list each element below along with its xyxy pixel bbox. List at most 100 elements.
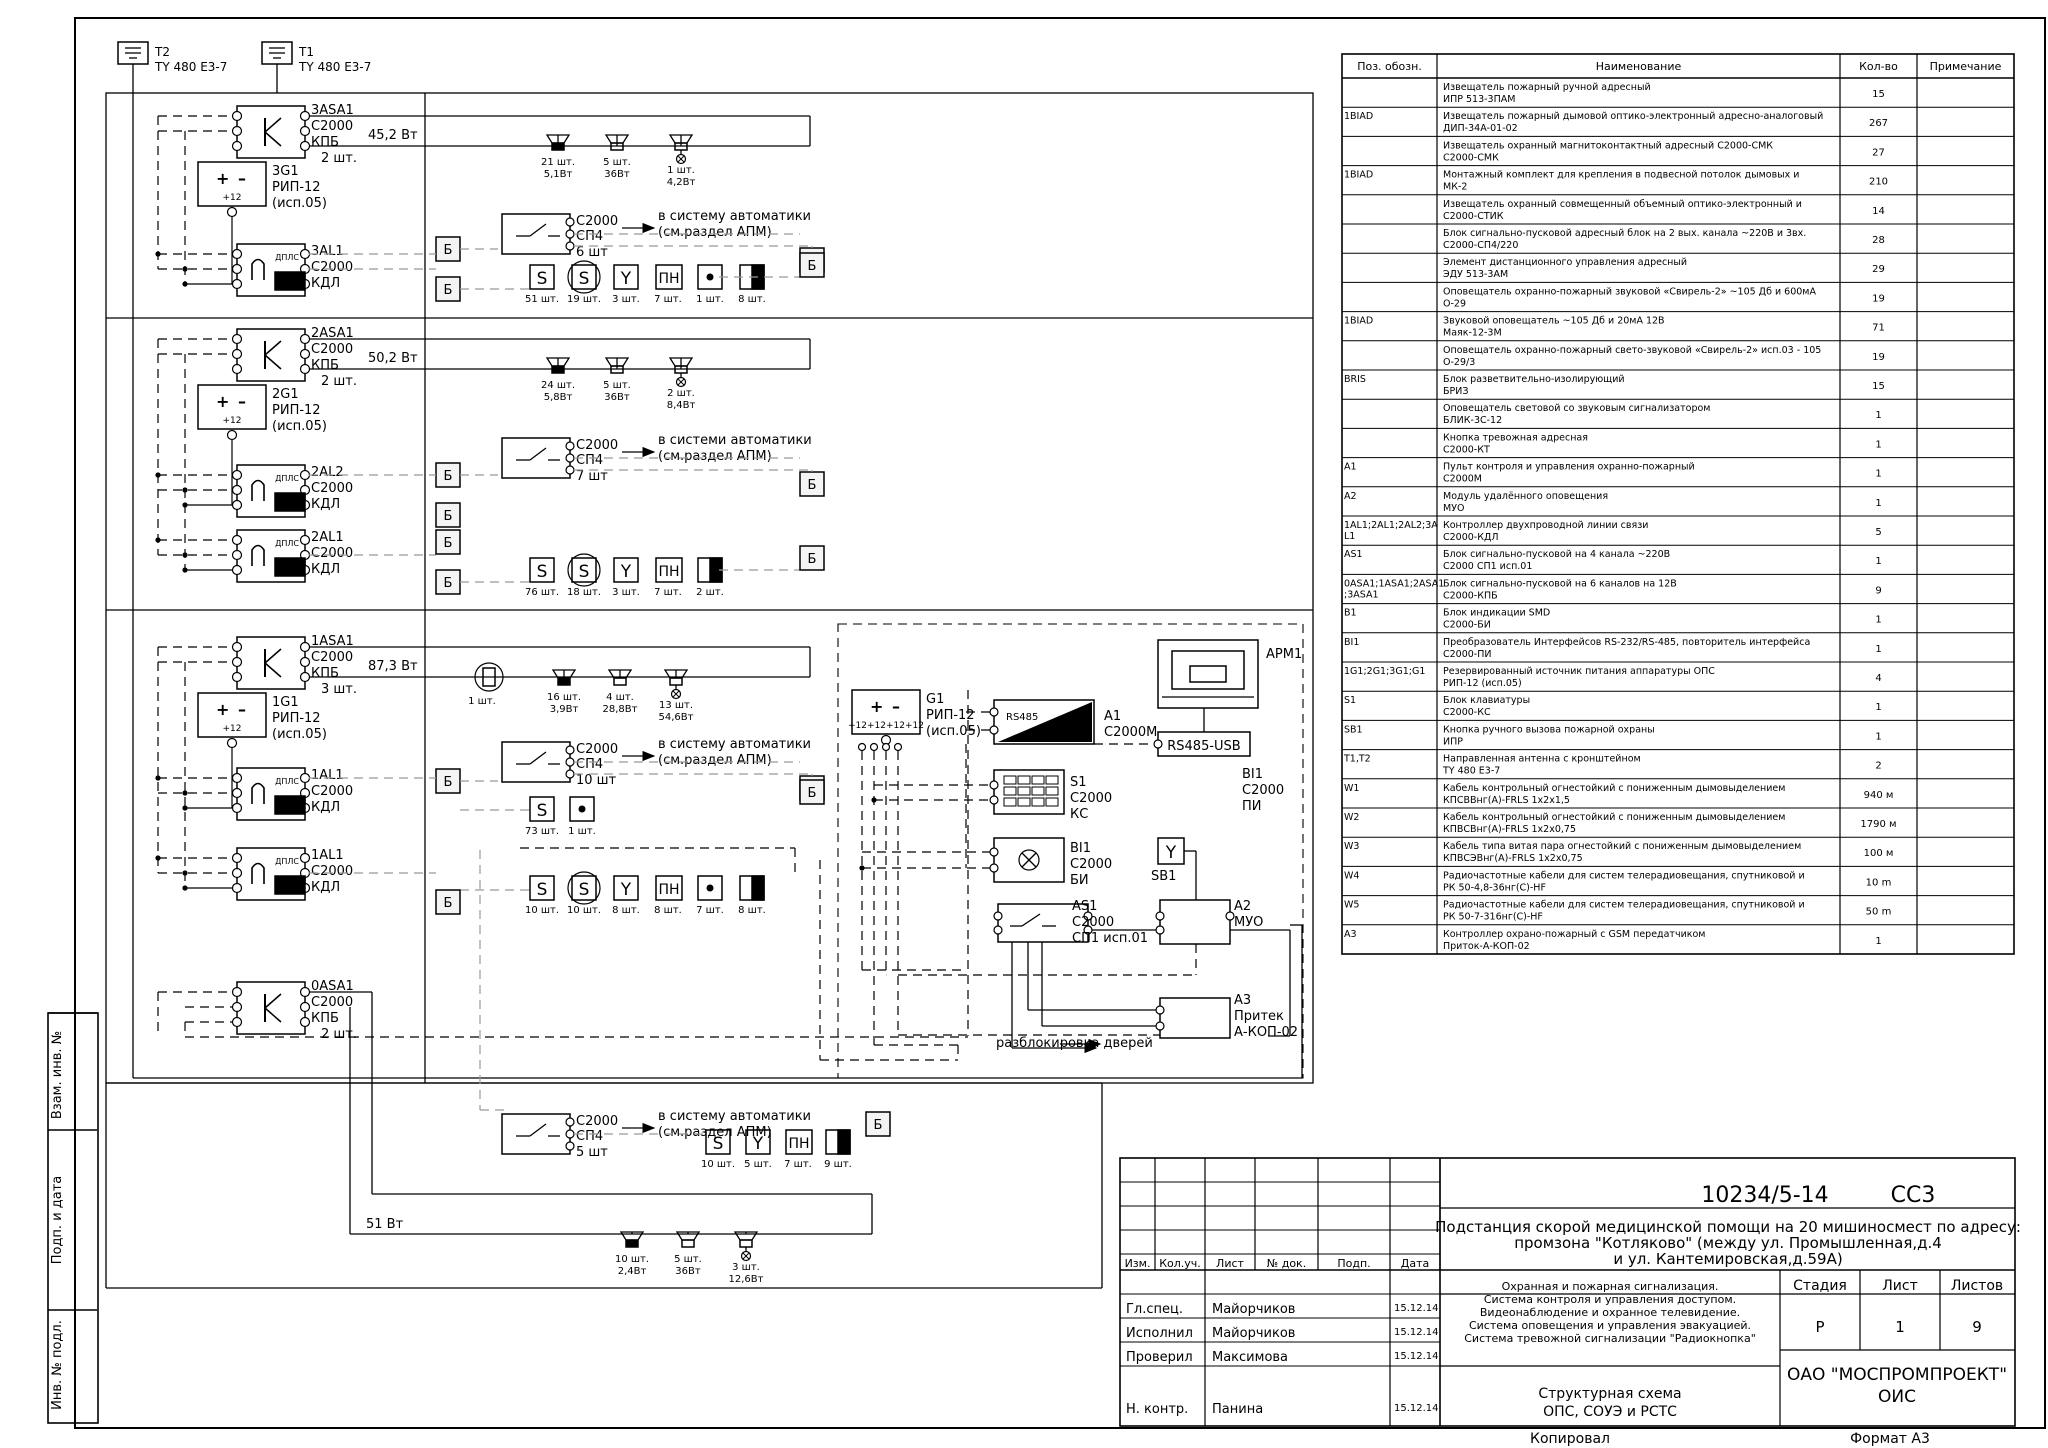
device-S: [529, 796, 555, 822]
s1-key: [1017, 775, 1031, 785]
box-qty: 1 шт.: [468, 696, 496, 707]
psu-block: [197, 384, 267, 430]
terminal: [231, 802, 243, 814]
kpb-type: КПБ: [311, 1011, 339, 1026]
device-circle: [567, 260, 601, 294]
arm-monitor: [1157, 639, 1259, 709]
title-header-cell: Подп.: [1337, 1257, 1370, 1270]
wire-line: [264, 1007, 282, 1023]
junction-dot: [155, 775, 161, 781]
device-ПН: [785, 1129, 813, 1155]
device-qty: 5 шт.: [744, 1159, 772, 1170]
object-address: и ул. Кантемировская,д.59А): [1613, 1250, 1842, 1268]
a1-name: A1: [1104, 709, 1121, 724]
sp4-model: С2000: [576, 214, 618, 229]
kdl-fill: [274, 795, 306, 815]
device-qty: 9 шт.: [824, 1159, 852, 1170]
table-cell-pos-line: L1: [1344, 531, 1355, 542]
terminal: [231, 641, 243, 653]
a2-type: МУО: [1234, 915, 1263, 930]
table-cell-name: Маяк-12-3М: [1443, 328, 1502, 339]
siren-qty: 24 шт.: [541, 380, 575, 391]
psu-voltage: +12: [223, 193, 242, 203]
junction-dot: [155, 537, 161, 543]
sp4-type: СП4: [576, 1129, 603, 1144]
b1-lamp: [1018, 849, 1040, 871]
sp4-model: С2000: [576, 438, 618, 453]
b-box-label: Б: [444, 775, 453, 790]
sp4-note: в систему автоматики: [658, 1109, 811, 1124]
device-s-letter: S: [579, 269, 590, 289]
siren-qty: 5 шт.: [674, 1254, 702, 1265]
psu-plus: +: [870, 697, 883, 716]
b-box: [435, 889, 461, 915]
sp4-note-ref: (см.раздел АПМ): [658, 753, 772, 768]
signer-name: Майорчиков: [1212, 1302, 1295, 1317]
junction-dot: [155, 472, 161, 478]
psu-name: 3G1: [272, 164, 299, 179]
object-name: Подстанция скорой медицинской помощи на …: [1435, 1218, 2021, 1236]
b-box: [435, 276, 461, 302]
siren-qty: 13 шт.: [659, 700, 693, 711]
signer-name: Максимова: [1212, 1350, 1288, 1365]
b1-type: БИ: [1070, 873, 1089, 888]
table-cell-name: С2000-СТИК: [1443, 211, 1504, 222]
arm-label: АРМ1: [1266, 647, 1302, 662]
table-cell-name: С2000-КС: [1443, 707, 1491, 718]
table-cell-pos: B1: [1344, 608, 1357, 619]
junction-dot: [155, 251, 161, 257]
stage-value: Р: [1815, 1318, 1824, 1336]
terminal: [989, 707, 999, 717]
device-S: [571, 875, 597, 901]
sp4-type: СП4: [576, 453, 603, 468]
title-header-cell: Кол.уч.: [1159, 1257, 1201, 1270]
device-qty: 51 шт.: [525, 294, 559, 305]
terminal: [299, 656, 311, 668]
device-ПН: [655, 264, 683, 290]
table-cell-pos: A2: [1344, 491, 1357, 502]
as1-block: [997, 903, 1089, 943]
psu-version: (исп.05): [926, 724, 981, 739]
title-header-cell: Дата: [1401, 1257, 1429, 1270]
kpb-block: [236, 105, 306, 159]
terminal: [299, 852, 311, 864]
psu-version: (исп.05): [272, 196, 327, 211]
terminal: [299, 469, 311, 481]
table-cell-name: Контроллер охрано-пожарный с GSM передат…: [1443, 929, 1705, 940]
terminal: [299, 333, 311, 345]
junction-dot: [182, 805, 188, 811]
sheet-header: Лист: [1882, 1278, 1917, 1294]
doc-mark: СС3: [1891, 1183, 1936, 1208]
sp4-note: в системи автоматики: [658, 433, 812, 448]
b-box: [435, 768, 461, 794]
table-cell-pos: W3: [1344, 841, 1359, 852]
table-cell-name: Извещатель охранный совмещенный объемный…: [1443, 199, 1802, 210]
siren-power: 4,2Вт: [667, 177, 696, 188]
table-cell-qty: 100 м: [1864, 848, 1894, 859]
table-cell-name: Извещатель охранный магнитоконтактный ад…: [1443, 140, 1773, 151]
device-qty: 1 шт.: [568, 826, 596, 837]
table-cell-qty: 267: [1869, 118, 1888, 129]
terminal: [299, 671, 311, 683]
device-Y: [613, 264, 639, 290]
kdl-tag: ДПЛС: [275, 777, 299, 786]
kdl-tag: ДПЛС: [275, 253, 299, 262]
table-cell-name: РИП-12 (исп.05): [1443, 678, 1522, 689]
table-cell-name: С2000-КПБ: [1443, 590, 1498, 601]
kpb-name: 1ASA1: [311, 634, 354, 649]
device-qty: 8 шт.: [612, 905, 640, 916]
table-cell-name: ИПР 513-3ПАМ: [1443, 94, 1515, 105]
as1-name: AS1: [1072, 899, 1097, 914]
device-qty: 3 шт.: [612, 294, 640, 305]
terminal: [1155, 925, 1165, 935]
siren-base: [625, 1239, 639, 1248]
signer-role: Гл.спец.: [1126, 1302, 1183, 1317]
terminal: [565, 745, 575, 755]
wire-line: [264, 993, 282, 1009]
kdl-type: КДЛ: [311, 800, 340, 815]
a1-fill: [998, 702, 1092, 742]
signer-role: Н. контр.: [1126, 1402, 1188, 1417]
format-label: Формат А3: [1850, 1431, 1930, 1447]
